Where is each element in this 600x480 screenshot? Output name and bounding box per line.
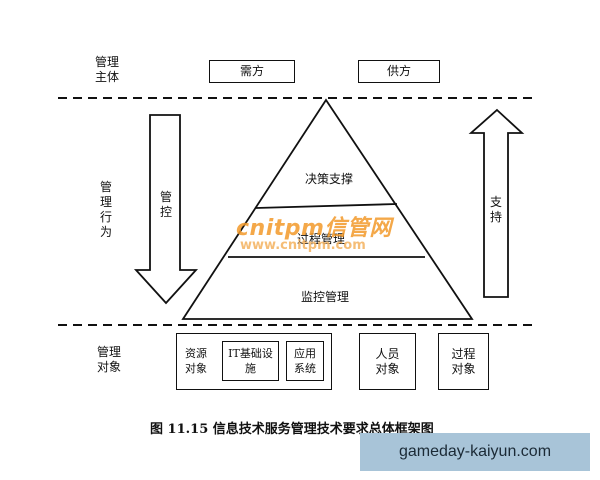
support-arrow [468,108,525,298]
control-arrow [133,114,199,305]
management-behavior-label: 管理行为 [99,180,112,239]
pyramid-layer-process-management: 过程管理 [297,232,346,246]
pyramid [181,98,474,320]
watermark-brand: cnitpm信管网 [236,216,392,241]
watermark-url: www.cnitpm.com [240,238,366,253]
it-infrastructure-box: IT基础设施 [222,341,279,381]
application-system-box: 应用系统 [286,341,324,381]
control-arrow-label: 管控 [159,190,172,219]
pyramid-layer-decision-support: 决策支撑 [305,172,354,186]
site-banner: gameday-kaiyun.com [360,433,590,471]
resource-object-text: 资源对象 [185,347,207,375]
process-object-text: 过程对象 [451,346,476,376]
pyramid-divider-top [255,203,398,209]
application-system-text: 应用系统 [294,347,316,375]
personnel-object-text: 人员对象 [375,346,400,376]
management-object-label: 管理对象 [96,345,121,374]
personnel-object-box: 人员对象 [359,333,416,390]
it-infrastructure-text: IT基础设施 [228,347,273,375]
process-object-box: 过程对象 [438,333,489,390]
demand-side-box: 需方 [209,60,295,83]
supply-side-box: 供方 [358,60,440,83]
support-arrow-label: 支持 [489,195,502,224]
management-subject-label: 管理主体 [94,55,119,84]
pyramid-layer-monitoring-management: 监控管理 [301,290,350,304]
